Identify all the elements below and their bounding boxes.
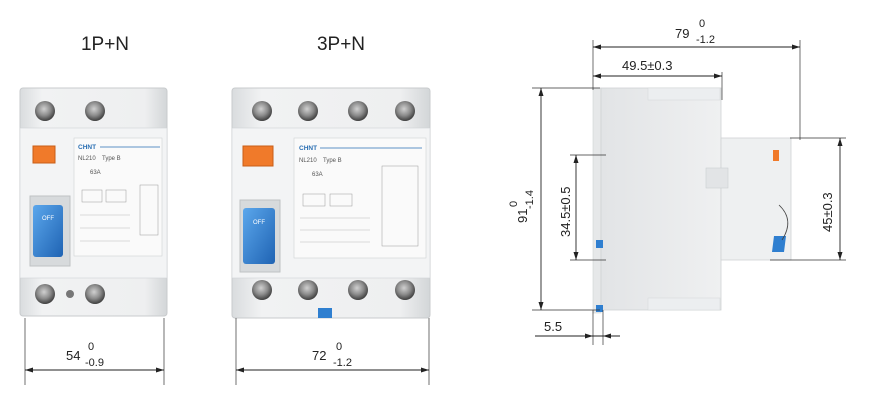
rail-height-dimension: 34.5±0.5	[558, 154, 606, 261]
current-rating: 63A	[90, 170, 101, 176]
depth-lower-tol: -1.2	[696, 34, 715, 46]
test-hole	[66, 290, 74, 298]
terminal-screw	[35, 284, 55, 304]
toggle-handle[interactable]	[243, 208, 275, 264]
test-button[interactable]	[32, 145, 56, 164]
height-upper-tol: 0	[508, 201, 520, 207]
depth-partial: 49.5±0.3	[622, 58, 673, 73]
brand-logo: CHNT	[78, 144, 96, 151]
terminal-screw	[298, 101, 318, 121]
breaker-3p-n-photo: OFF CHNT NL210 Type B 63A	[231, 87, 431, 319]
height-total-dimension: 91 0 -1.4	[508, 87, 600, 311]
depth-nominal: 79	[675, 26, 689, 41]
width-lower-tol: -0.9	[85, 357, 104, 369]
width-upper-tol: 0	[88, 341, 94, 353]
terminal-screw	[298, 280, 318, 300]
width-dimension-1p-n: 54 0 -0.9	[24, 318, 165, 385]
width-upper-tol: 0	[336, 341, 342, 353]
brand-logo: CHNT	[299, 145, 317, 152]
side-view: 79 0 -1.2 49.5±0.3 91 0 -1.4	[508, 18, 846, 345]
din-clip	[596, 240, 603, 248]
toggle-handle[interactable]	[33, 205, 63, 257]
product-title: 1P+N	[81, 34, 129, 55]
terminal-screw	[85, 284, 105, 304]
rail-offset-dimension: 5.5	[535, 310, 620, 345]
product-title: 3P+N	[317, 34, 365, 55]
depth-total-dimension: 79 0 -1.2	[592, 18, 801, 140]
model-label: NL210	[78, 156, 96, 162]
terminal-screw	[35, 101, 55, 121]
terminal-screw	[348, 101, 368, 121]
width-lower-tol: -1.2	[333, 357, 352, 369]
terminal-screw	[252, 101, 272, 121]
breaker-1p-n-photo: OFF CHNT NL210 Type B 63A	[19, 87, 168, 317]
window	[705, 167, 729, 189]
terminal-screw	[85, 101, 105, 121]
din-clip	[318, 308, 332, 318]
depth-upper-tol: 0	[699, 18, 705, 30]
width-dimension-3p-n: 72 0 -1.2	[235, 318, 430, 385]
type-label: Type B	[102, 156, 121, 162]
width-nominal: 54	[66, 348, 80, 363]
handle-label: OFF	[42, 216, 54, 222]
product-3p-n: 3P+N OFF CHNT NL210 Type B 63A	[231, 34, 431, 385]
side-profile	[592, 87, 792, 314]
width-nominal: 72	[312, 348, 326, 363]
depth-partial-dimension: 49.5±0.3	[593, 58, 723, 100]
height-lower-tol: -1.4	[524, 190, 536, 209]
rating-plate	[73, 137, 163, 257]
height-nominal: 91	[515, 209, 530, 223]
rating-plate	[293, 137, 427, 259]
rail-offset: 5.5	[544, 319, 562, 334]
model-label: NL210	[299, 158, 317, 164]
test-button	[773, 150, 779, 161]
terminal-screw	[348, 280, 368, 300]
product-1p-n: 1P+N OFF CHNT NL210 Type B 63A	[19, 34, 168, 385]
terminal-screw	[395, 101, 415, 121]
handle-label: OFF	[253, 220, 265, 226]
terminal-screw	[252, 280, 272, 300]
terminal-screw	[395, 280, 415, 300]
front-height-dimension: 45±0.3	[770, 137, 846, 261]
test-button[interactable]	[242, 145, 274, 167]
rail-height: 34.5±0.5	[558, 186, 573, 237]
toggle-handle	[772, 236, 786, 252]
din-clip	[596, 305, 603, 312]
current-rating: 63A	[312, 172, 323, 178]
type-label: Type B	[323, 158, 342, 164]
front-height: 45±0.3	[820, 192, 835, 232]
